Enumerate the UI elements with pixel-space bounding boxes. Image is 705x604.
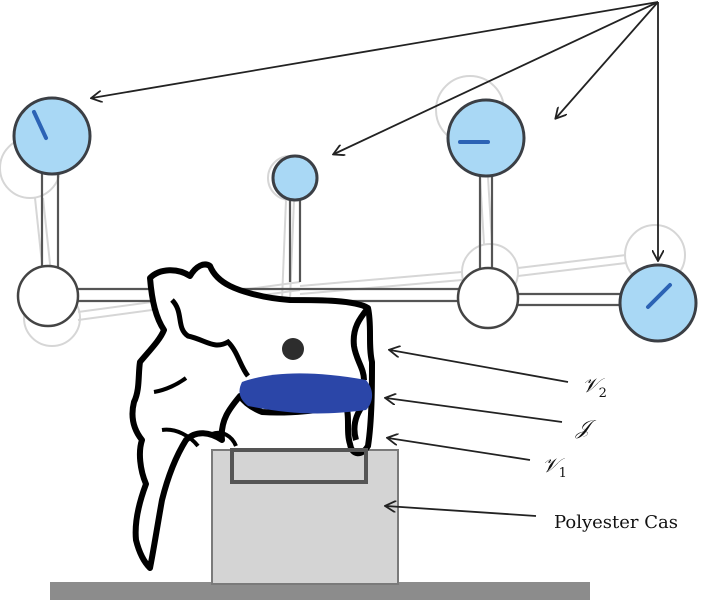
label-joint: 𝒥 [575, 415, 597, 439]
sensor-frame [42, 172, 620, 305]
marker-dot [282, 338, 304, 360]
gauge-dial-icon [448, 100, 524, 176]
sensor-far [620, 265, 696, 341]
arrow-to-sensor-left [92, 2, 658, 98]
label-case: Polyester Cas [554, 512, 678, 533]
gauge-dial-icon [620, 265, 696, 341]
sensor-mid [273, 156, 317, 200]
sensor-arrows [92, 2, 658, 260]
joint-band [240, 373, 373, 413]
label-v2: 𝒱2 [582, 373, 607, 401]
frame-joint-left [18, 266, 78, 326]
label-arrows [386, 350, 568, 516]
arrow-to-sensor-right [556, 2, 658, 118]
frame-joint-right [458, 268, 518, 328]
label-v1: 𝒱1 [542, 453, 567, 481]
sensor-right [448, 100, 524, 176]
arrow-v2 [390, 350, 568, 382]
gauge-dial-icon [273, 156, 317, 200]
polyester-case [212, 450, 398, 584]
gauge-dial-icon [14, 98, 90, 174]
arrow-joint [386, 398, 562, 422]
arrow-case [386, 506, 536, 516]
arrow-v1 [388, 438, 530, 460]
sensor-left [14, 98, 90, 174]
